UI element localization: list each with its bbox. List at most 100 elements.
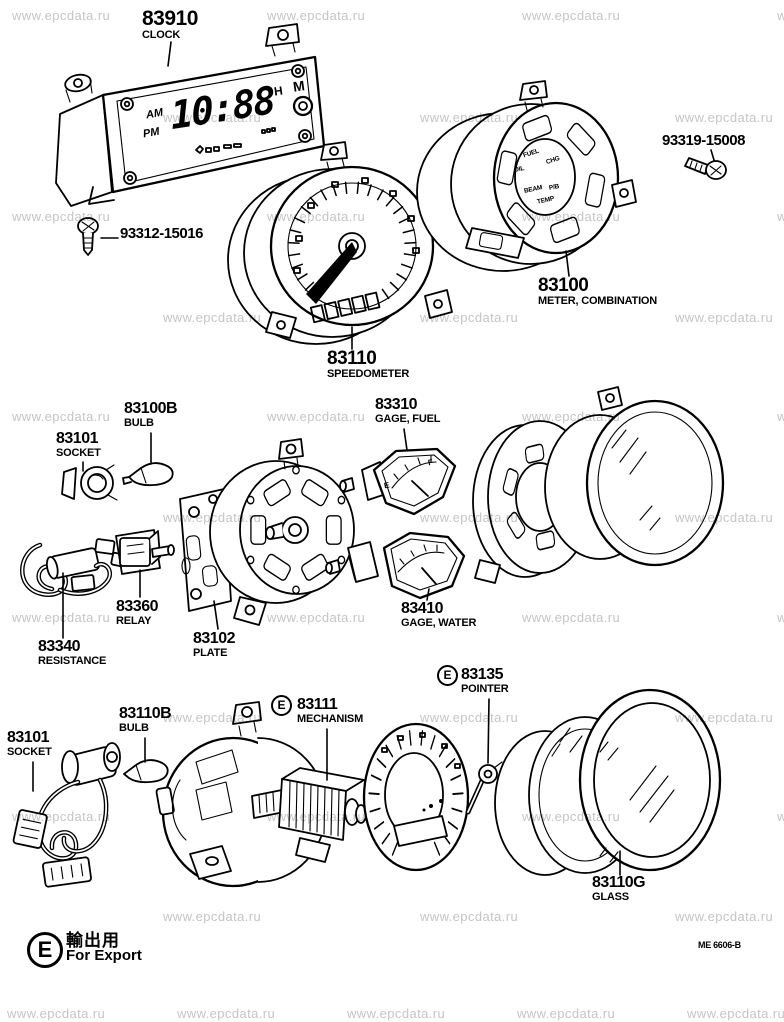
watermark: www.epcdata.ru xyxy=(420,510,519,525)
part-number: 83135 xyxy=(461,666,503,683)
part-name: BULB xyxy=(119,722,149,734)
part-name: PLATE xyxy=(193,647,228,659)
callout-socket-lower: 83101 SOCKET xyxy=(7,730,52,759)
speedometer-needle xyxy=(306,242,357,304)
callout-gauge-water: 83410 GAGE, WATER xyxy=(401,601,476,630)
dial-drawing xyxy=(362,722,470,872)
part-name: CLOCK xyxy=(142,29,181,41)
watermark: www.epcdata.ru xyxy=(522,409,621,424)
watermark: www.epcdata.ru xyxy=(163,510,262,525)
callout-pointer: 83135 POINTER xyxy=(461,667,509,696)
watermark: www.epcdata.ru xyxy=(267,610,366,625)
part-number: 83310 xyxy=(375,396,418,413)
fuel-gauge-drawing xyxy=(339,447,457,516)
watermark: www.epcdata.ru xyxy=(777,8,784,23)
part-name: MECHANISM xyxy=(297,713,364,725)
callout-relay: 83360 RELAY xyxy=(116,598,159,628)
dial-numerals xyxy=(381,732,461,769)
resistance-drawing xyxy=(20,538,130,597)
part-number: 83100 xyxy=(538,275,589,296)
part-number: 83101 xyxy=(7,729,49,746)
callout-socket-upper: 83101 SOCKET xyxy=(56,431,101,460)
watermark: www.epcdata.ru xyxy=(517,1006,616,1021)
meter-screw-drawing xyxy=(684,157,727,180)
watermark: www.epcdata.ru xyxy=(522,8,621,23)
part-name: METER, COMBINATION xyxy=(538,295,658,307)
watermark: www.epcdata.ru xyxy=(347,1006,446,1021)
part-number: 83110G xyxy=(592,874,646,891)
watermark: www.epcdata.ru xyxy=(420,110,519,125)
watermark: www.epcdata.ru xyxy=(163,310,262,325)
watermark: www.epcdata.ru xyxy=(522,809,621,824)
combination-meter-drawing xyxy=(416,80,637,272)
part-number: 83101 xyxy=(56,430,98,447)
callout-plate: 83102 PLATE xyxy=(193,630,236,660)
part-number: 83910 xyxy=(142,7,198,30)
export-legend-english: For Export xyxy=(66,947,142,964)
water-gauge-drawing xyxy=(325,531,466,600)
speedometer-numerals xyxy=(293,177,420,274)
part-name: GLASS xyxy=(592,891,629,903)
watermark: www.epcdata.ru xyxy=(675,710,774,725)
watermark: www.epcdata.ru xyxy=(267,409,366,424)
speedometer-drawing xyxy=(227,141,453,345)
watermark: www.epcdata.ru xyxy=(12,809,111,824)
part-number: 83111 xyxy=(297,696,338,713)
watermark: www.epcdata.ru xyxy=(12,8,111,23)
callout-bulb-lower: 83110B BULB xyxy=(119,706,172,735)
clock-minute-button-label: M xyxy=(291,77,306,95)
leader-meter-screw xyxy=(710,149,715,161)
watermark: www.epcdata.ru xyxy=(267,809,366,824)
part-number: 83360 xyxy=(116,598,159,615)
callout-glass: 83110G GLASS xyxy=(592,874,646,904)
watermark: www.epcdata.ru xyxy=(777,409,784,424)
watermark: www.epcdata.ru xyxy=(267,209,366,224)
clock-screw-drawing xyxy=(77,217,99,256)
watermark: www.epcdata.ru xyxy=(177,1006,276,1021)
bezel-rings-drawing xyxy=(472,386,725,584)
export-mark-pointer: E xyxy=(437,665,458,686)
watermark: www.epcdata.ru xyxy=(163,110,262,125)
watermark: www.epcdata.ru xyxy=(267,8,366,23)
watermark: www.epcdata.ru xyxy=(777,610,784,625)
watermark: www.epcdata.ru xyxy=(420,710,519,725)
callout-meter-screw: 93319-15008 xyxy=(662,133,745,148)
part-name: POINTER xyxy=(461,683,509,695)
watermark: www.epcdata.ru xyxy=(420,909,519,924)
watermark: www.epcdata.ru xyxy=(12,209,111,224)
callout-resistance: 83340 RESISTANCE xyxy=(38,639,106,668)
part-number: 83410 xyxy=(401,600,444,617)
part-name: SPEEDOMETER xyxy=(327,368,410,380)
drawing-code: ME 6606-B xyxy=(698,940,741,950)
part-number: 83102 xyxy=(193,630,236,647)
callout-bulb-upper: 83100B BULB xyxy=(124,401,178,430)
part-name: BULB xyxy=(124,417,154,429)
part-number: 93319-15008 xyxy=(662,132,745,149)
odometer xyxy=(309,291,381,324)
watermark: www.epcdata.ru xyxy=(420,310,519,325)
bulb-lower-drawing xyxy=(123,759,169,784)
watermark: www.epcdata.ru xyxy=(163,710,262,725)
watermark: www.epcdata.ru xyxy=(163,909,262,924)
callout-clock-screw: 93312-15016 xyxy=(120,226,203,241)
export-legend-mark: E xyxy=(27,932,63,968)
mechanism-drawing xyxy=(251,767,367,863)
watermark: www.epcdata.ru xyxy=(687,1006,784,1021)
callout-gauge-fuel: 83310 GAGE, FUEL xyxy=(375,397,440,426)
glass-rings-drawing xyxy=(494,688,722,876)
watermark: www.epcdata.ru xyxy=(675,510,774,525)
watermark: www.epcdata.ru xyxy=(12,610,111,625)
part-name: GAGE, WATER xyxy=(401,617,477,629)
export-mark-mechanism: E xyxy=(271,695,292,716)
leader-fuel-gauge xyxy=(403,428,408,451)
watermark: www.epcdata.ru xyxy=(7,1006,106,1021)
clock-hour-button-label: H xyxy=(273,83,284,99)
part-name: GAGE, FUEL xyxy=(375,413,441,425)
clock-display-marks xyxy=(195,127,276,154)
watermark: www.epcdata.ru xyxy=(675,110,774,125)
part-name: RESISTANCE xyxy=(38,655,107,667)
watermark: www.epcdata.ru xyxy=(675,909,774,924)
callout-clock: 83910 CLOCK xyxy=(142,8,198,42)
leader-pointer xyxy=(487,698,490,764)
